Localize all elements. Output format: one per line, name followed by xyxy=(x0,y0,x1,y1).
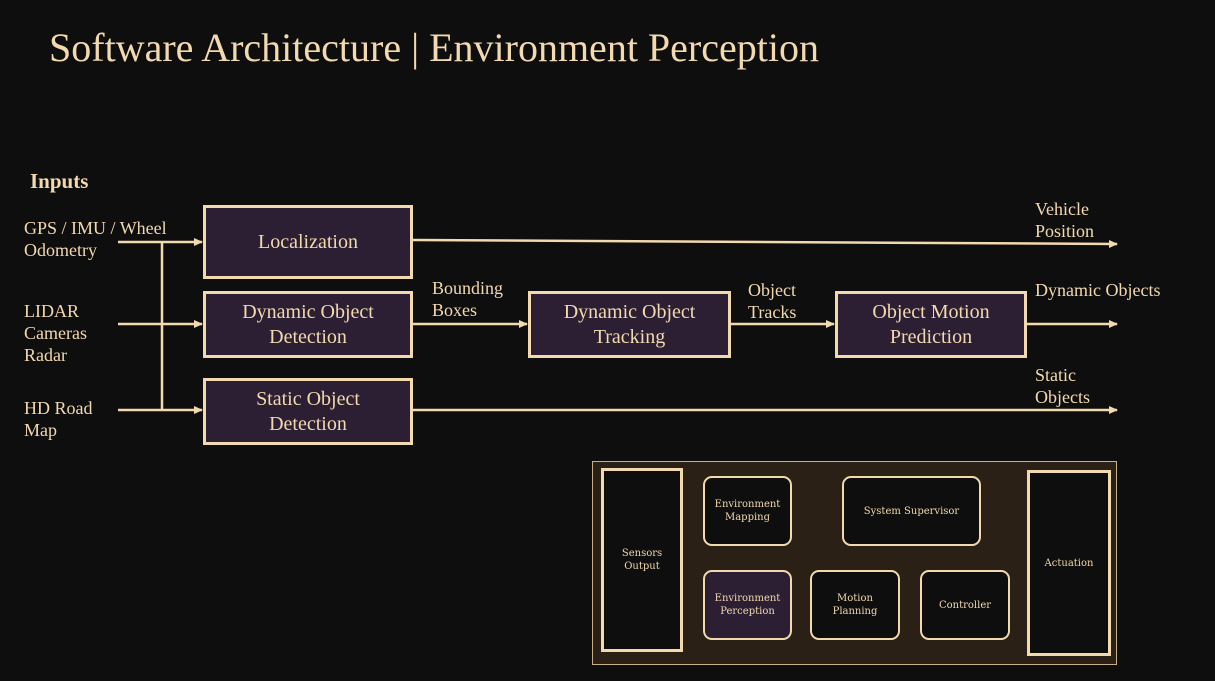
localization-module: Localization xyxy=(203,205,413,279)
static-object-detection-module: Static Object Detection xyxy=(203,378,413,445)
inputs-heading: Inputs xyxy=(30,169,89,193)
input-hd-road-map: HD Road Map xyxy=(24,398,93,440)
controller-label: Controller xyxy=(938,599,992,611)
motion-planning-label: Motion Planning xyxy=(832,593,878,617)
object-motion-prediction-module: Object Motion Prediction xyxy=(835,291,1027,358)
output-static-objects: Static Objects xyxy=(1035,365,1090,407)
motion-planning-block: Motion Planning xyxy=(810,570,900,640)
system-supervisor-block: System Supervisor xyxy=(842,476,981,546)
dynamic-object-detection-module: Dynamic Object Detection xyxy=(203,291,413,358)
environment-perception-block: Environment Perception xyxy=(703,570,792,640)
localization-label: Localization xyxy=(258,230,358,253)
dynamic-object-detection-label: Dynamic Object Detection xyxy=(242,300,374,348)
input-lidar-cameras-radar: LIDAR Cameras Radar xyxy=(24,301,87,365)
object-tracks-label: Object Tracks xyxy=(748,280,797,322)
sensors-output-label: Sensors Output xyxy=(621,548,663,572)
environment-perception-label: Environment Perception xyxy=(714,593,781,617)
architecture-overview-inset: Sensors Output Environment Mapping Syste… xyxy=(592,461,1117,665)
dynamic-object-tracking-module: Dynamic Object Tracking xyxy=(528,291,731,358)
controller-block: Controller xyxy=(920,570,1010,640)
dynamic-object-tracking-label: Dynamic Object Tracking xyxy=(563,300,696,348)
page-title: Software Architecture | Environment Perc… xyxy=(49,25,819,70)
output-dynamic-objects: Dynamic Objects xyxy=(1035,280,1161,300)
system-supervisor-label: System Supervisor xyxy=(863,505,960,517)
input-gps-imu-wheel-odometry: GPS / IMU / Wheel Odometry xyxy=(24,218,167,260)
sensors-output-block: Sensors Output xyxy=(601,468,683,652)
environment-mapping-label: Environment Mapping xyxy=(714,499,781,523)
static-object-detection-label: Static Object Detection xyxy=(256,387,360,435)
actuation-label: Actuation xyxy=(1044,557,1094,569)
actuation-block: Actuation xyxy=(1027,470,1111,656)
bounding-boxes-label: Bounding Boxes xyxy=(432,278,504,320)
object-motion-prediction-label: Object Motion Prediction xyxy=(872,300,990,348)
output-vehicle-position: Vehicle Position xyxy=(1035,199,1095,241)
environment-mapping-block: Environment Mapping xyxy=(703,476,792,546)
